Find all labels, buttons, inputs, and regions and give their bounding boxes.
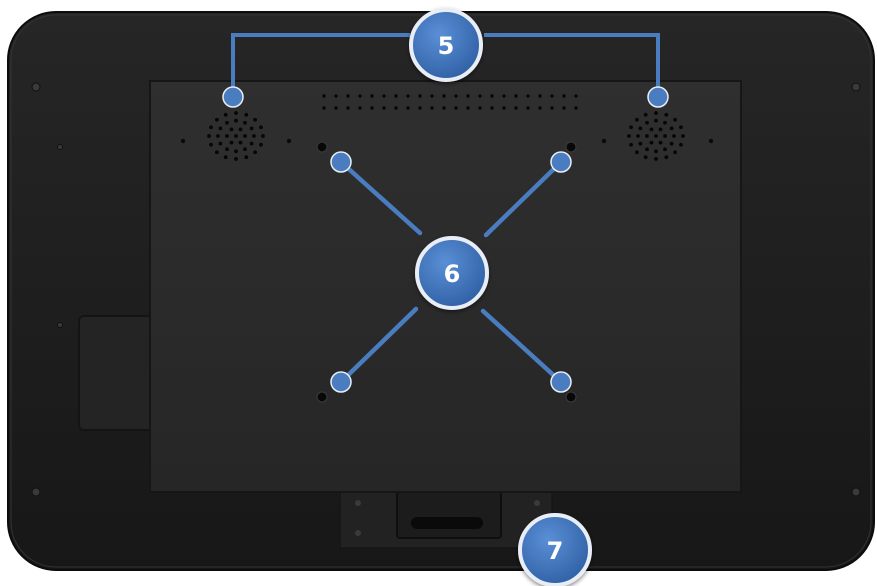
- callout-6-label: 6: [444, 260, 461, 288]
- callout-7: 7: [518, 513, 592, 586]
- bezel-screws: [31, 82, 861, 497]
- panel-dots: [180, 138, 714, 144]
- vesa-hole-top-right: [565, 141, 577, 153]
- bottom-connector-area: [339, 489, 553, 549]
- vesa-hole-top-left: [316, 141, 328, 153]
- callout-5-leaders: [231, 33, 660, 97]
- vesa-mount-holes: [316, 141, 577, 403]
- callout-5-endpoints: [222, 86, 669, 108]
- callout-5: 5: [409, 8, 483, 82]
- speaker-grille-right: [627, 111, 685, 161]
- vesa-hole-bottom-left: [316, 391, 328, 403]
- vesa-hole-bottom-right: [565, 391, 577, 403]
- callout-5-label: 5: [438, 32, 455, 60]
- callout-7-label: 7: [547, 537, 564, 565]
- callout-6-leaders: [338, 159, 564, 385]
- callout-6-endpoints: [330, 151, 572, 393]
- side-access-cover: [78, 315, 156, 431]
- speaker-grille-left: [207, 111, 265, 161]
- vent-grille: [322, 94, 578, 110]
- callout-6: 6: [415, 236, 489, 310]
